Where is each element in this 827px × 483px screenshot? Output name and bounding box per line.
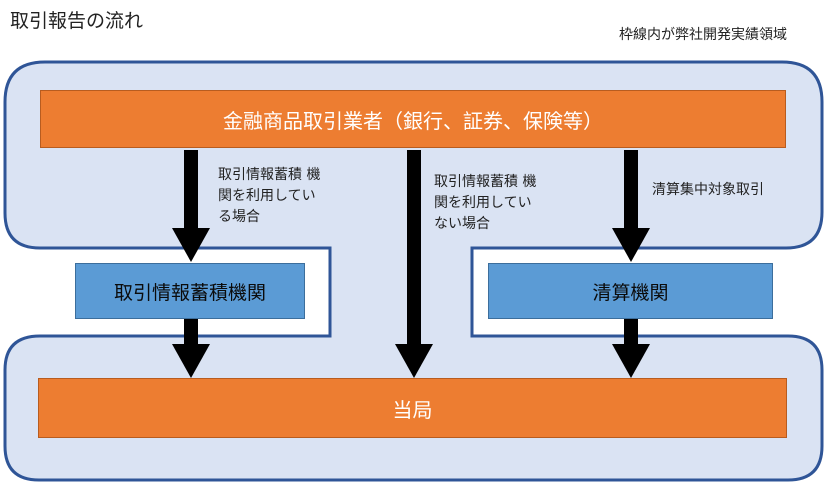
arrow-to-clearing: [612, 150, 650, 262]
label-via-repository: 取引情報蓄積 機 関を利用してい る場合: [218, 167, 321, 225]
scope-note: 枠線内が弊社開発実績領域: [619, 27, 787, 43]
repository-box: 取引情報蓄積機関: [75, 263, 305, 319]
label-direct: 取引情報蓄積 機 関を利用してい ない場合: [434, 174, 537, 232]
diagram-title: 取引報告の流れ: [10, 10, 144, 32]
arrow-repository-to-authority: [172, 318, 210, 378]
arrow-direct-to-authority: [395, 150, 433, 378]
arrow-clearing-to-authority: [612, 318, 650, 378]
authority-box: 当局: [38, 378, 787, 438]
label-clearing-target: 清算集中対象取引: [652, 182, 764, 198]
participants-box: 金融商品取引業者（銀行、証券、保険等）: [40, 90, 786, 148]
clearing-box: 清算機関: [488, 263, 773, 319]
arrow-to-repository: [172, 150, 210, 262]
